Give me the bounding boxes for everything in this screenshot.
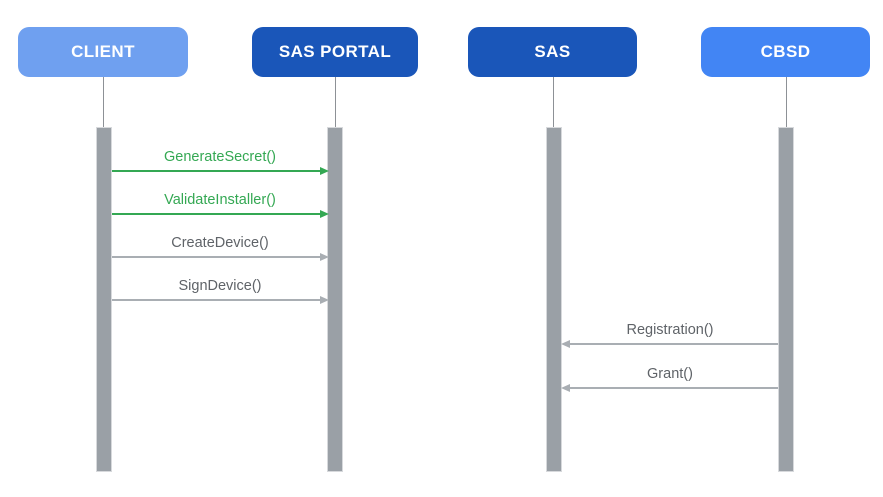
arrow-line xyxy=(112,213,325,215)
activation-bar-cbsd xyxy=(778,127,794,472)
arrow-line xyxy=(112,256,325,258)
message-arrow xyxy=(561,384,778,392)
lifeline-cbsd xyxy=(786,77,787,127)
message-generate-secret: GenerateSecret() xyxy=(112,148,329,175)
actor-box-client: CLIENT xyxy=(18,27,188,77)
arrowhead-right-icon xyxy=(320,210,329,218)
arrow-line xyxy=(112,299,325,301)
arrow-line xyxy=(565,387,778,389)
message-grant: Grant() xyxy=(561,365,778,392)
lifeline-sas xyxy=(553,77,554,127)
activation-bar-sas xyxy=(546,127,562,472)
actor-box-sas-portal: SAS PORTAL xyxy=(252,27,418,77)
message-create-device: CreateDevice() xyxy=(112,234,329,261)
message-validate-installer: ValidateInstaller() xyxy=(112,191,329,218)
actor-box-cbsd: CBSD xyxy=(701,27,870,77)
arrowhead-left-icon xyxy=(561,340,570,348)
activation-bar-client xyxy=(96,127,112,472)
message-label: Grant() xyxy=(647,366,693,382)
message-arrow xyxy=(561,340,778,348)
message-arrow xyxy=(112,167,329,175)
message-arrow xyxy=(112,296,329,304)
activation-bar-sas-portal xyxy=(327,127,343,472)
actor-box-sas: SAS xyxy=(468,27,637,77)
message-label: ValidateInstaller() xyxy=(164,192,276,208)
arrowhead-right-icon xyxy=(320,296,329,304)
message-sign-device: SignDevice() xyxy=(112,277,329,304)
message-arrow xyxy=(112,210,329,218)
arrowhead-left-icon xyxy=(561,384,570,392)
arrow-line xyxy=(112,170,325,172)
message-registration: Registration() xyxy=(561,321,778,348)
message-label: Registration() xyxy=(626,322,714,338)
lifeline-client xyxy=(103,77,104,127)
arrowhead-right-icon xyxy=(320,253,329,261)
message-arrow xyxy=(112,253,329,261)
arrowhead-right-icon xyxy=(320,167,329,175)
lifeline-sas-portal xyxy=(335,77,336,127)
message-label: GenerateSecret() xyxy=(163,149,277,165)
message-label: SignDevice() xyxy=(178,278,262,294)
message-label: CreateDevice() xyxy=(171,235,269,251)
arrow-line xyxy=(565,343,778,345)
